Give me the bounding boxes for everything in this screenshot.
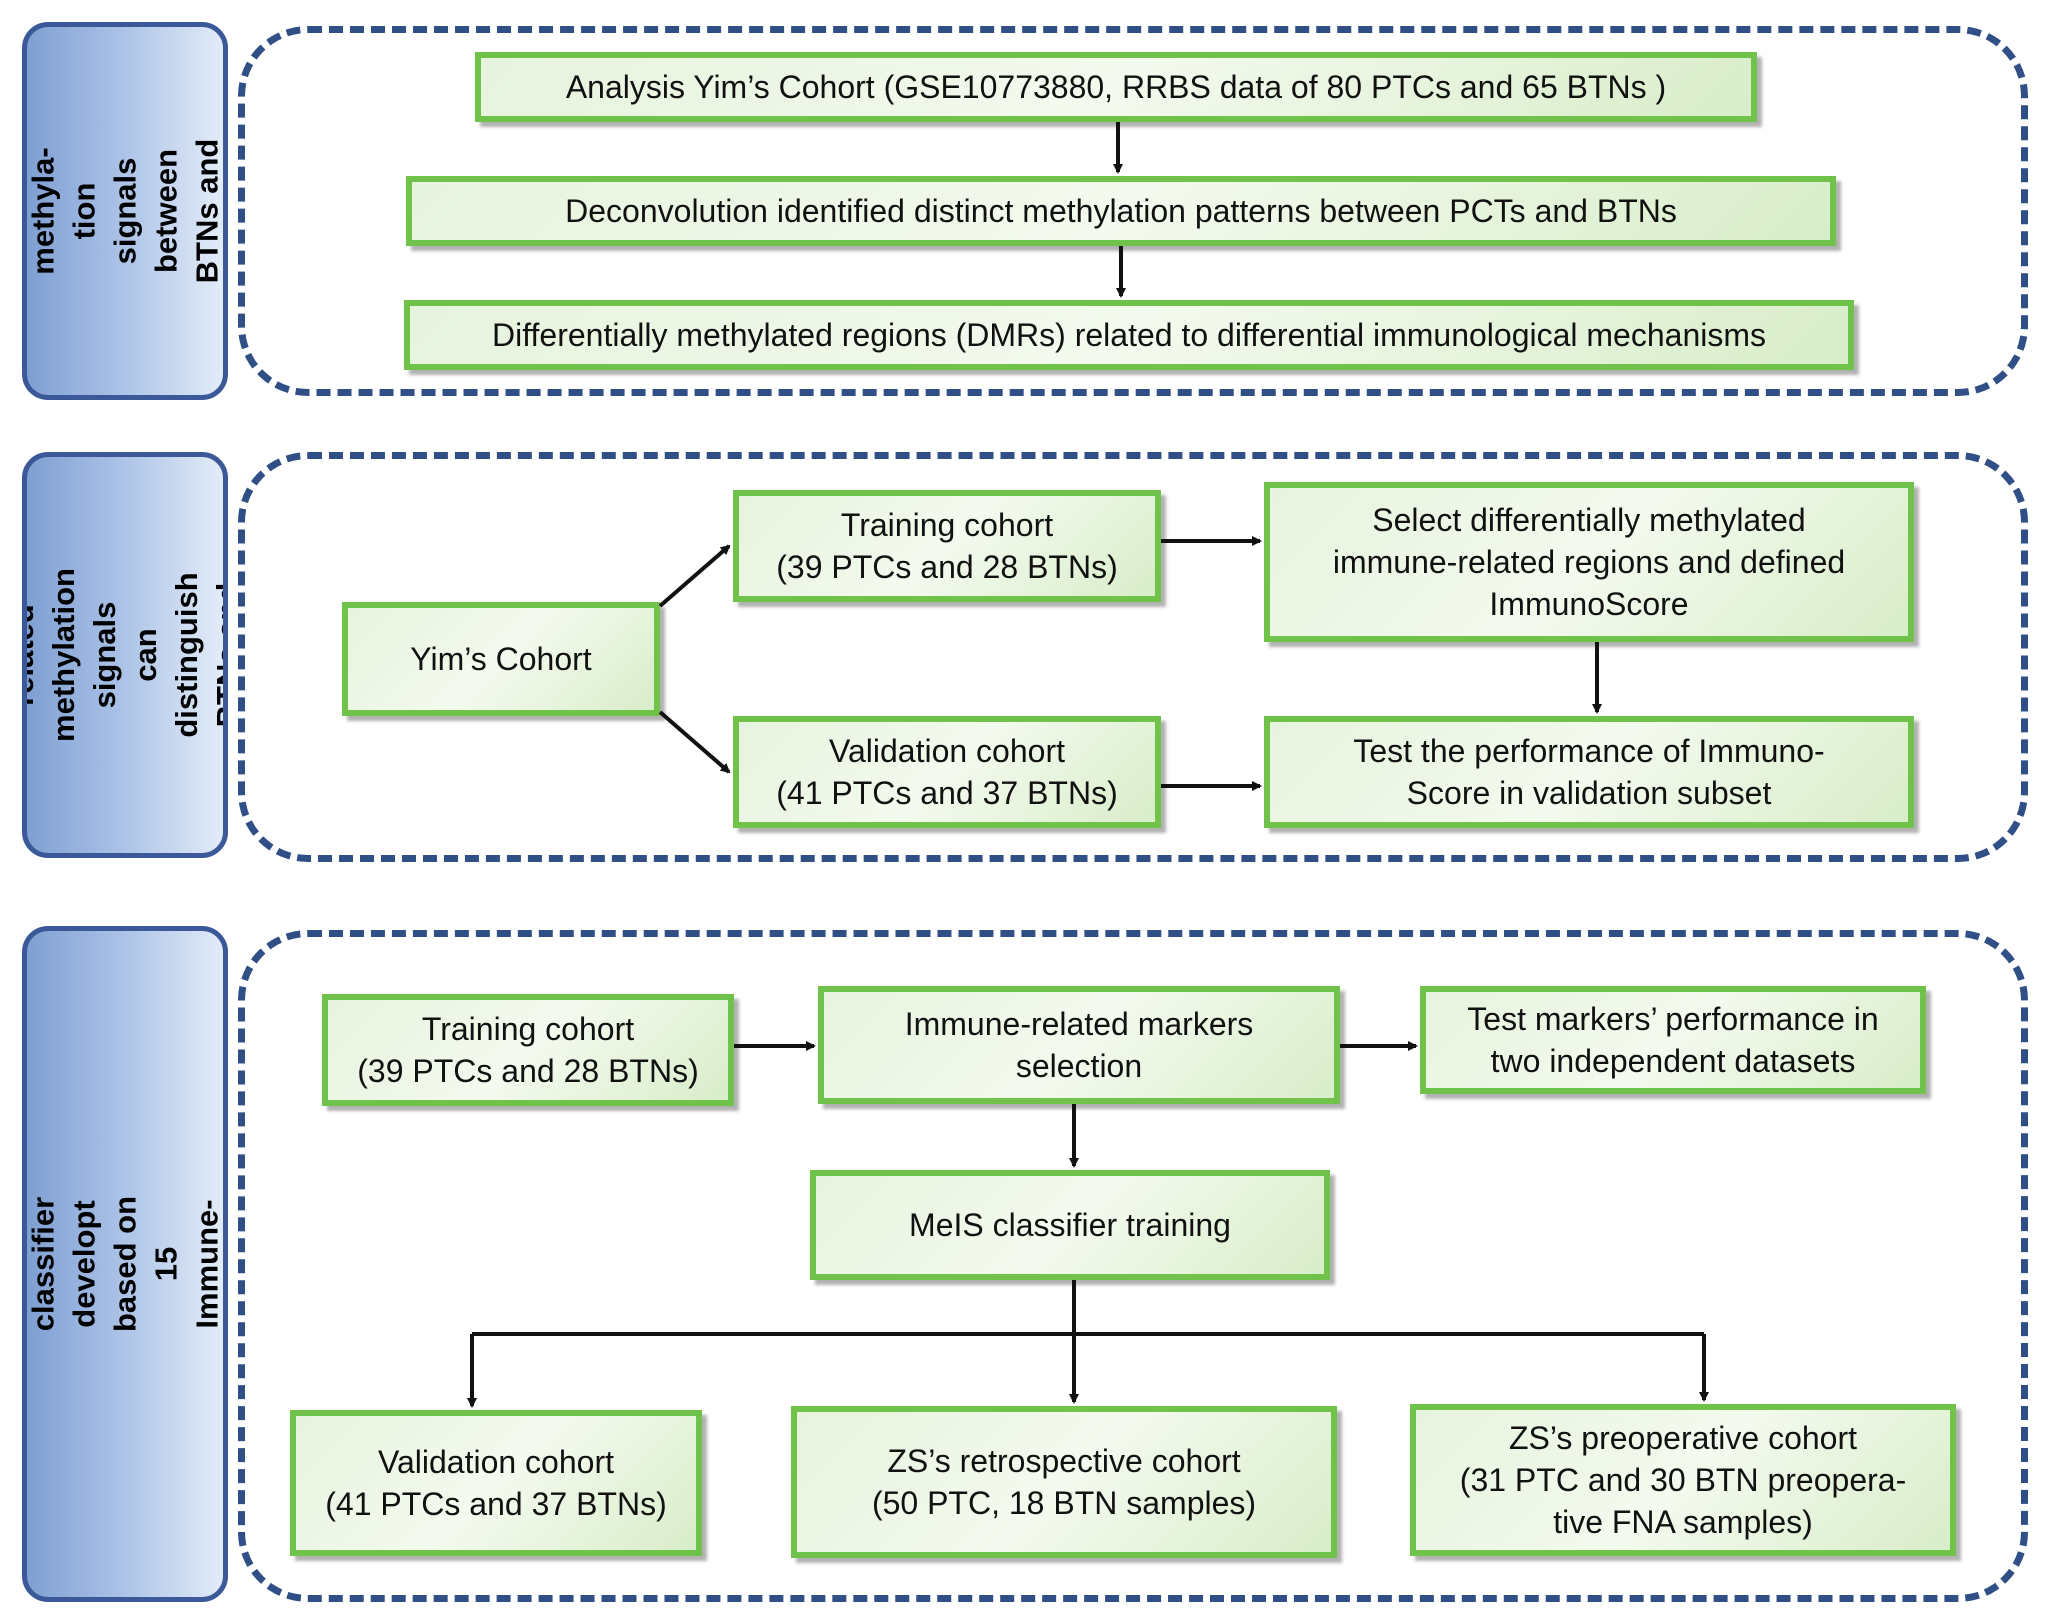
s3-training-cohort-box: Training cohort (39 PTCs and 28 BTNs): [322, 994, 734, 1106]
section-3-tab: A diagnostic classifier developt based o…: [22, 926, 228, 1602]
arrow-s2-source-validation: [658, 710, 731, 774]
s3-markers-selection-box: Immune-related markers selection: [818, 986, 1340, 1104]
section-2-frame: [238, 452, 2028, 862]
s2-test-performance-box: Test the performance of Immuno- Score in…: [1264, 716, 1914, 828]
section-1-tab: Differential methyla- tion signals betwe…: [22, 22, 228, 400]
s3-test-markers-box: Test markers’ performance in two indepen…: [1420, 986, 1926, 1094]
section-2-tab: Immune-related methylation signals can d…: [22, 452, 228, 858]
s1-analysis-box: Analysis Yim’s Cohort (GSE10773880, RRBS…: [475, 52, 1757, 122]
arrow-s2-source-training: [658, 544, 731, 608]
s3-validation-cohort-box: Validation cohort (41 PTCs and 37 BTNs): [290, 1410, 702, 1556]
s2-yims-cohort-box: Yim’s Cohort: [342, 602, 660, 716]
s1-dmr-box: Differentially methylated regions (DMRs)…: [404, 300, 1854, 370]
s1-deconvolution-box: Deconvolution identified distinct methyl…: [406, 176, 1836, 246]
s2-training-cohort-box: Training cohort (39 PTCs and 28 BTNs): [733, 490, 1161, 602]
s3-preoperative-cohort-box: ZS’s preoperative cohort (31 PTC and 30 …: [1410, 1404, 1956, 1556]
s2-validation-cohort-box: Validation cohort (41 PTCs and 37 BTNs): [733, 716, 1161, 828]
s2-select-regions-box: Select differentially methylated immune-…: [1264, 482, 1914, 642]
s3-classifier-training-box: MeIS classifier training: [810, 1170, 1330, 1280]
section-1-frame: [238, 26, 2028, 396]
s3-retrospective-cohort-box: ZS’s retrospective cohort (50 PTC, 18 BT…: [791, 1406, 1337, 1558]
section-3-frame: [238, 930, 2028, 1602]
